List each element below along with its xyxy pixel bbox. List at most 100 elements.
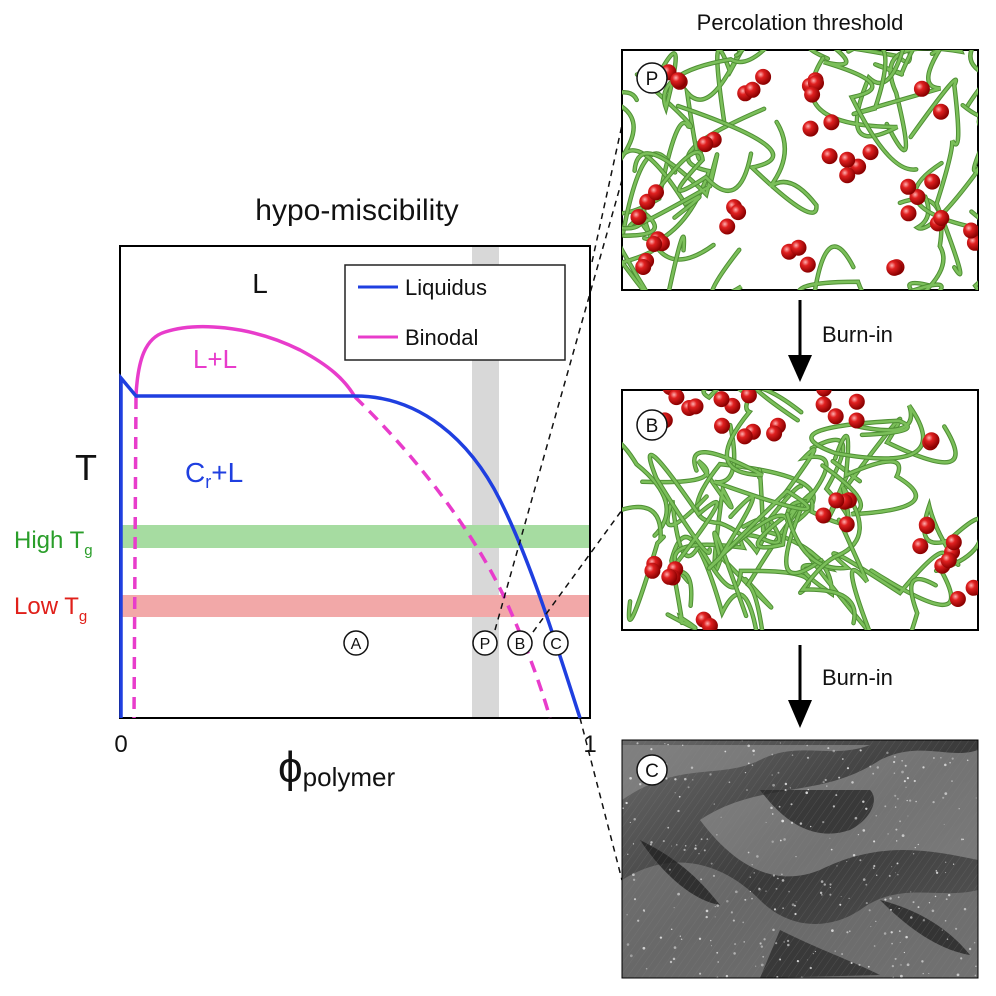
sem-speckle [886, 751, 889, 755]
sem-speckle [958, 807, 960, 810]
sem-speckle [709, 773, 712, 776]
x-tick-1: 1 [583, 731, 596, 758]
sem-speckle [677, 809, 680, 813]
sem-speckle [822, 781, 825, 784]
particle [744, 81, 761, 98]
sem-speckle [770, 806, 773, 810]
panel-p-particles [630, 64, 978, 276]
sem-speckle [747, 762, 750, 765]
sem-speckle [781, 873, 783, 876]
sem-speckle [673, 946, 677, 949]
sem-speckle [795, 901, 797, 903]
legend-liquidus-label: Liquidus [405, 275, 487, 300]
sem-speckle [917, 906, 920, 909]
marker-p: P [472, 630, 498, 656]
low-tg-band [120, 595, 590, 617]
sem-speckle [850, 961, 853, 965]
sem-speckle [846, 860, 848, 863]
particle [646, 236, 663, 252]
particle [923, 432, 940, 449]
polymer-chain-highlight [913, 161, 978, 290]
sem-speckle [805, 791, 808, 794]
sem-speckle [728, 781, 731, 784]
sem-speckle [830, 848, 833, 851]
sem-speckle [677, 892, 680, 896]
particle [687, 398, 704, 415]
polymer-chain-highlight [915, 120, 978, 230]
sem-speckle [857, 833, 860, 836]
sem-speckle [629, 954, 633, 958]
sem-speckle [733, 952, 736, 955]
particle [719, 218, 736, 235]
sem-speckle [781, 879, 785, 882]
sem-speckle [834, 950, 836, 952]
panel-c: C [621, 739, 979, 979]
sem-speckle [665, 777, 668, 780]
sem-speckle [858, 963, 861, 966]
sem-speckle [910, 891, 912, 893]
panel-p: P [621, 49, 979, 291]
sem-speckle [744, 771, 747, 774]
sem-speckle [905, 935, 908, 939]
panel-b-polymer-network [622, 390, 978, 630]
sem-speckle [891, 942, 893, 945]
sem-speckle [896, 797, 899, 800]
low-tg-label: Low Tg [14, 593, 87, 625]
sem-speckle [789, 787, 791, 789]
sem-speckle [758, 887, 760, 889]
particle [816, 390, 832, 397]
sem-speckle [673, 906, 675, 909]
sem-speckle [771, 840, 774, 843]
particle [886, 259, 903, 276]
particle [933, 103, 949, 120]
svg-text:B: B [515, 636, 526, 653]
particle [736, 428, 753, 445]
sem-speckle [935, 871, 939, 874]
sem-speckle [784, 782, 788, 786]
sem-speckle [742, 921, 745, 924]
sem-speckle [809, 966, 812, 970]
particle [913, 80, 930, 97]
sem-speckle [862, 878, 866, 881]
sem-speckle [907, 815, 909, 817]
sem-speckle [671, 845, 673, 847]
sem-speckle [669, 960, 673, 964]
svg-text:P: P [480, 636, 491, 653]
particle [697, 136, 714, 153]
sem-speckle [975, 965, 977, 967]
sem-speckle [934, 895, 937, 898]
sem-speckle [897, 896, 900, 899]
polymer-chain-highlight [685, 50, 744, 161]
sem-speckle [705, 909, 709, 913]
sem-speckle [932, 800, 935, 804]
sem-speckle [893, 755, 896, 758]
sem-speckle [913, 779, 916, 783]
sem-speckle [726, 899, 729, 903]
burn-in-arrow-1: Burn-in [788, 300, 893, 382]
sem-speckle [749, 890, 752, 893]
sem-speckle [760, 963, 764, 967]
particle [670, 72, 687, 89]
sem-speckle [841, 953, 843, 955]
sem-speckle [951, 757, 954, 760]
particle [900, 205, 917, 222]
particle [963, 222, 978, 239]
sem-speckle [945, 898, 948, 901]
polymer-chain-highlight [821, 434, 918, 516]
sem-speckle [829, 837, 831, 839]
sem-speckle [664, 743, 666, 745]
sem-speckle [899, 941, 901, 943]
sem-speckle [751, 897, 753, 900]
sem-speckle [949, 761, 951, 764]
sem-speckle [788, 890, 791, 893]
panel-b-particles [644, 390, 978, 630]
sem-speckle [865, 883, 868, 886]
sem-speckle [716, 904, 719, 907]
particle [790, 239, 807, 256]
particle [755, 68, 772, 85]
sem-speckle [734, 890, 738, 894]
sem-speckle [690, 766, 694, 769]
sem-speckle [782, 907, 784, 909]
sem-speckle [633, 898, 637, 901]
